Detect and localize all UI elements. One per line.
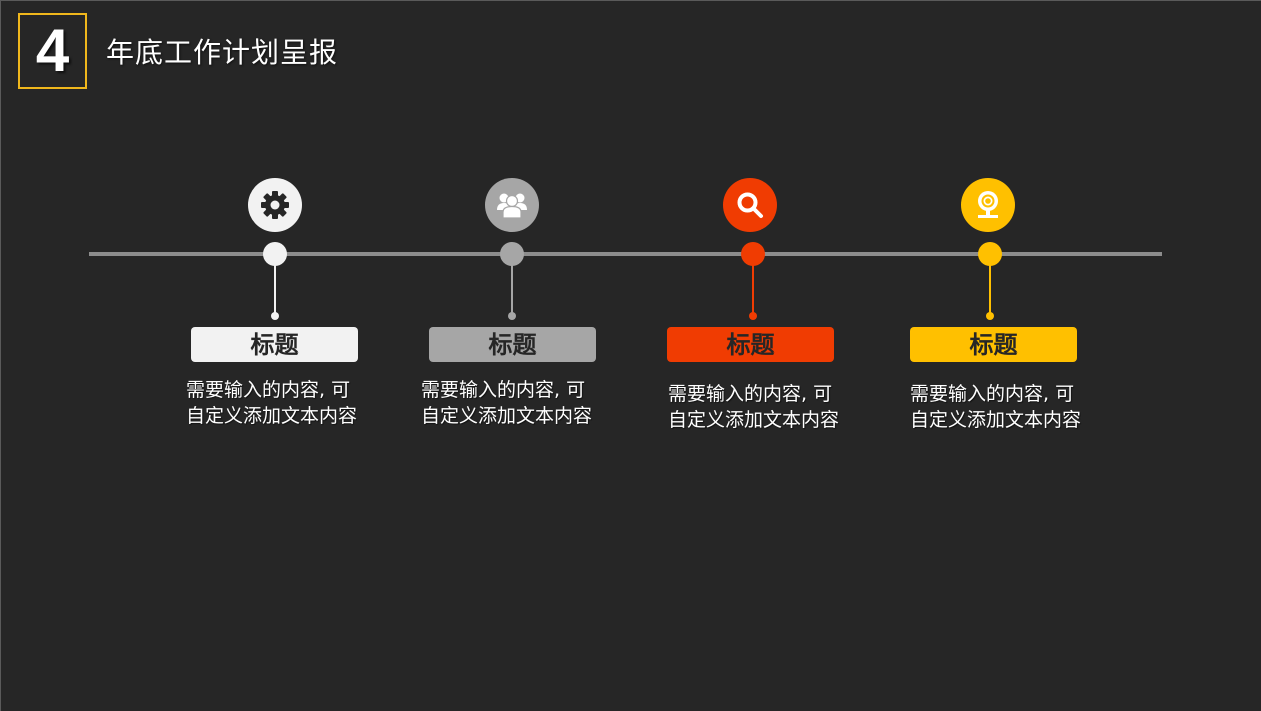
- item-title: 标题: [969, 330, 1018, 359]
- connector-line: [752, 256, 754, 316]
- connector-dot: [271, 312, 279, 320]
- webcam-icon: [961, 178, 1015, 232]
- gear-icon: [248, 178, 302, 232]
- item-description: 需要输入的内容, 可自定义添加文本内容: [421, 379, 593, 427]
- item-description: 需要输入的内容, 可自定义添加文本内容: [668, 383, 840, 431]
- item-title-box: 标题: [910, 327, 1077, 362]
- slide-title: 年底工作计划呈报: [106, 36, 339, 69]
- connector-line: [511, 256, 513, 316]
- item-title-box: 标题: [667, 327, 834, 362]
- search-icon: [723, 178, 777, 232]
- item-title: 标题: [488, 330, 537, 359]
- item-title: 标题: [250, 330, 299, 359]
- connector-line: [989, 256, 991, 316]
- connector-line: [274, 256, 276, 316]
- section-number: 4: [35, 17, 70, 84]
- item-description: 需要输入的内容, 可自定义添加文本内容: [186, 379, 358, 427]
- connector-dot: [986, 312, 994, 320]
- connector-dot: [749, 312, 757, 320]
- connector-dot: [508, 312, 516, 320]
- timeline-line: [89, 252, 1162, 256]
- item-title-box: 标题: [191, 327, 358, 362]
- item-title-box: 标题: [429, 327, 596, 362]
- users-group-icon: [485, 178, 539, 232]
- item-description: 需要输入的内容, 可自定义添加文本内容: [910, 383, 1082, 431]
- section-number-box: 4: [18, 13, 87, 89]
- item-title: 标题: [726, 330, 775, 359]
